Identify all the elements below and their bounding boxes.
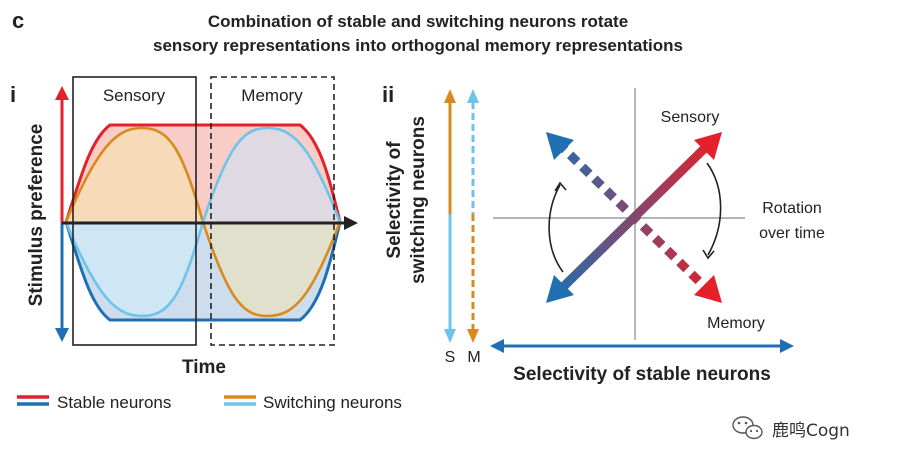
memory-box xyxy=(210,76,335,346)
legend-stable-label: Stable neurons xyxy=(57,393,171,412)
panel-i: i Sensory Memory Stimulus xyxy=(10,76,358,378)
memory-arrow-head-red xyxy=(694,275,722,303)
s-axis-down-arrowhead xyxy=(444,329,456,343)
panel-ii-label: ii xyxy=(382,82,394,107)
legend-switching-label: Switching neurons xyxy=(263,393,402,412)
rotation-label-line2: over time xyxy=(759,225,825,242)
rotation-arc-right-arrowhead xyxy=(702,249,715,260)
m-axis-down-arrowhead xyxy=(467,329,479,343)
panel-ii: ii Selectivity of switching neurons S M … xyxy=(382,82,825,385)
watermark: 鹿鸣Cogn xyxy=(732,416,850,441)
rotation-arc-right xyxy=(706,162,722,256)
memory-box-label: Memory xyxy=(241,86,303,105)
time-axis-arrowhead xyxy=(344,216,358,230)
s-axis-label: S xyxy=(445,349,456,366)
rotation-arc-left-arrowhead xyxy=(554,181,567,192)
s-axis-up-arrowhead xyxy=(444,89,456,103)
stable-axis-left-arrowhead xyxy=(490,339,504,353)
memory-arrow-head-blue xyxy=(546,132,574,160)
rotation-arc-left xyxy=(548,184,564,273)
memory-direction-label: Memory xyxy=(707,315,765,332)
sensory-box xyxy=(72,76,197,346)
y-axis-down-arrowhead xyxy=(55,328,69,342)
switching-selectivity-axis-title-line1: Selectivity of xyxy=(384,141,405,259)
switching-selectivity-axis-title-line2: switching neurons xyxy=(408,116,429,284)
switching-sensory-fill xyxy=(66,128,203,222)
panel-letter: c xyxy=(12,8,24,33)
rotation-label-line1: Rotation xyxy=(762,200,822,217)
m-axis-up-arrowhead xyxy=(467,89,479,103)
stable-axis-right-arrowhead xyxy=(780,339,794,353)
sensory-arrow-head-red xyxy=(694,132,722,160)
legend: Stable neurons Switching neurons xyxy=(17,393,402,412)
memory-diagonal-arrow xyxy=(554,139,714,296)
wechat-icon xyxy=(732,416,763,440)
time-axis-title: Time xyxy=(182,357,226,378)
m-axis-label: M xyxy=(467,349,480,366)
figure-title-line1: Combination of stable and switching neur… xyxy=(208,12,628,31)
sensory-arrow-head-blue xyxy=(546,275,574,303)
y-axis-up-arrowhead xyxy=(55,86,69,100)
panel-i-label: i xyxy=(10,82,16,107)
sensory-box-label: Sensory xyxy=(103,86,166,105)
stimulus-preference-axis-title: Stimulus preference xyxy=(26,124,47,307)
stable-pos-curve xyxy=(64,123,342,223)
switching-sensory-neg-fill xyxy=(66,222,203,316)
stable-neg-curve xyxy=(64,221,342,322)
figure-title-line2: sensory representations into orthogonal … xyxy=(153,36,683,55)
sensory-direction-label: Sensory xyxy=(661,109,720,126)
stable-selectivity-axis-title: Selectivity of stable neurons xyxy=(513,364,771,385)
watermark-text: 鹿鸣Cogn xyxy=(772,421,850,441)
